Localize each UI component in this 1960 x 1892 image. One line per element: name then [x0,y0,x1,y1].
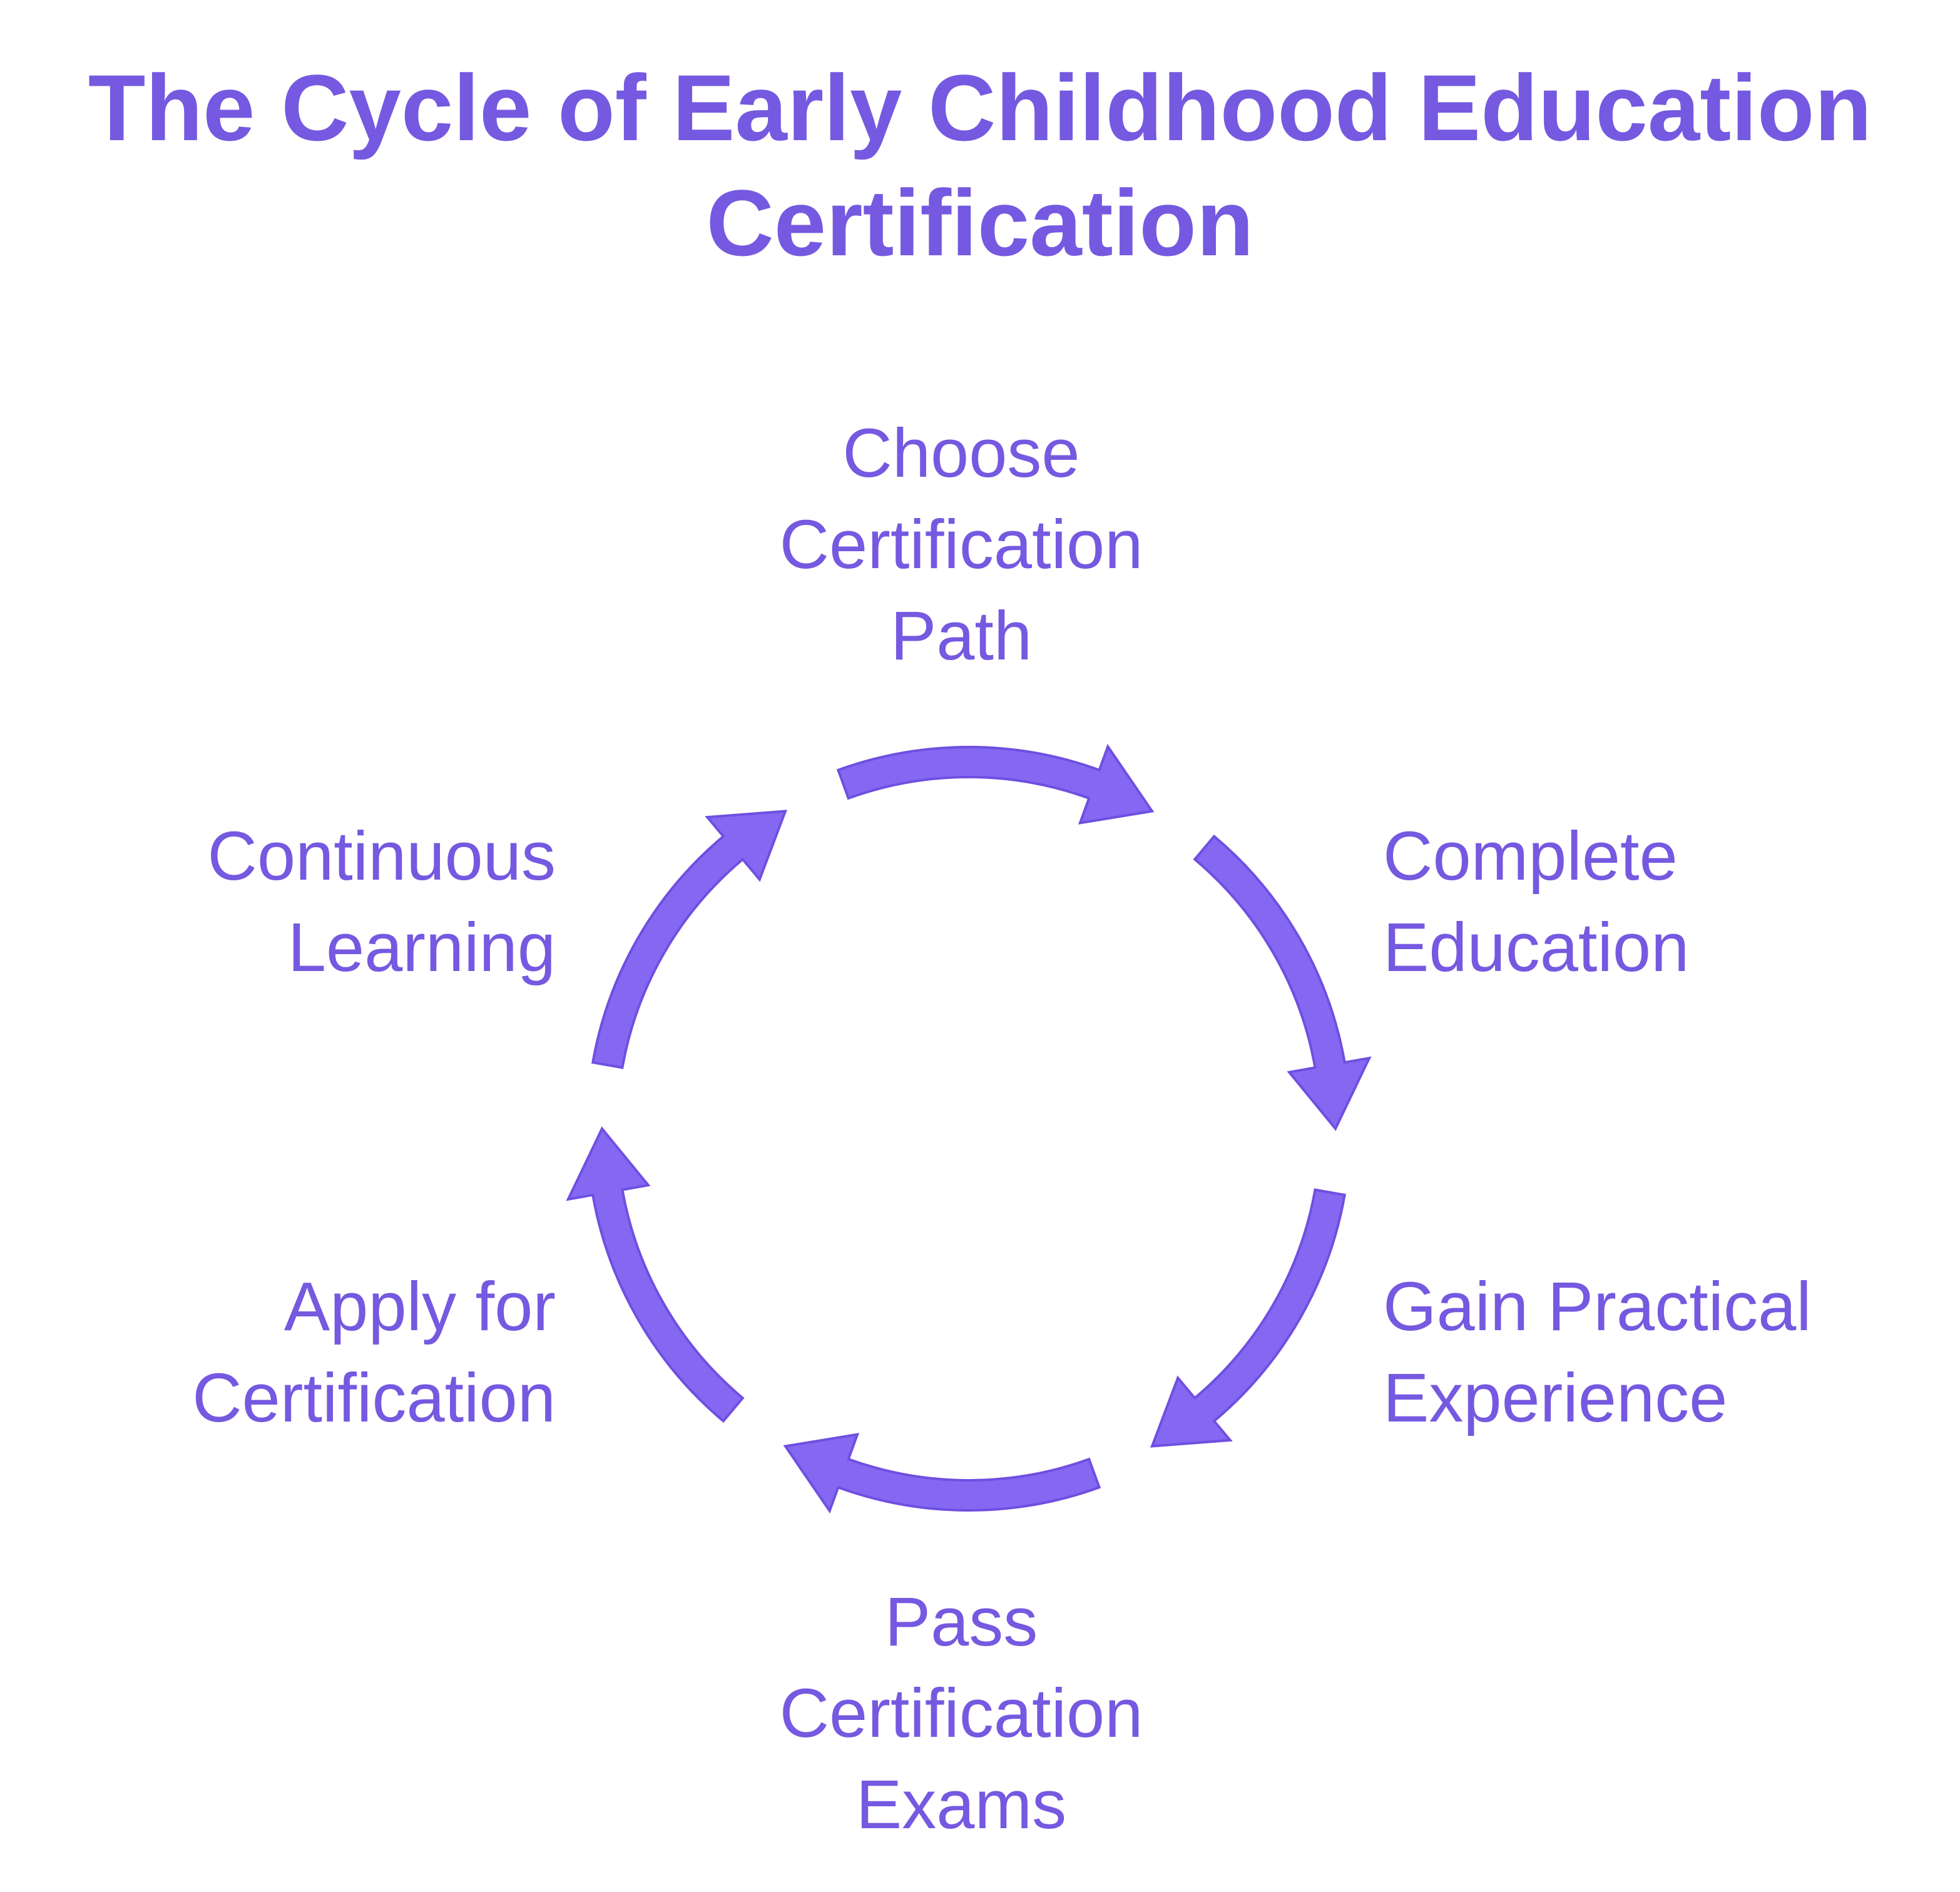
step-label-line: Certification [192,1360,556,1437]
arrow-apply-to-continuous [566,1126,745,1423]
step-continuous-learning: Continuous Learning [208,811,556,994]
arrow-continuous-to-choose [591,810,787,1069]
step-label-line: Apply for [283,1268,556,1345]
title-line-2: Certification [706,170,1254,275]
step-label-line: Pass [884,1584,1038,1661]
arrow-complete-to-gain [1193,834,1372,1131]
title-line-1: The Cycle of Early Childhood Education [88,55,1872,160]
step-label-line: Certification [779,506,1143,583]
step-label-line: Complete [1383,818,1678,895]
step-label-line: Education [1383,909,1690,986]
diagram-title: The Cycle of Early Childhood Education C… [0,50,1960,280]
step-complete-education: Complete Education [1383,811,1689,994]
step-gain-practical-experience: Gain Practical Experience [1383,1261,1812,1444]
step-apply-for-certification: Apply for Certification [192,1261,556,1444]
step-pass-certification-exams: Pass Certification Exams [780,1577,1143,1851]
arrow-gain-to-pass [1150,1188,1347,1448]
step-label-line: Choose [842,415,1080,492]
step-label-line: Learning [287,909,556,986]
step-label-line: Experience [1383,1360,1728,1437]
step-label-line: Continuous [207,818,556,895]
step-label-line: Gain Practical [1383,1268,1812,1345]
arrow-choose-to-complete [836,743,1155,825]
step-label-line: Path [890,598,1033,674]
arrow-pass-to-apply [783,1433,1101,1514]
step-label-line: Certification [779,1675,1143,1752]
step-label-line: Exams [855,1766,1067,1843]
step-choose-certification-path: Choose Certification Path [780,408,1143,682]
